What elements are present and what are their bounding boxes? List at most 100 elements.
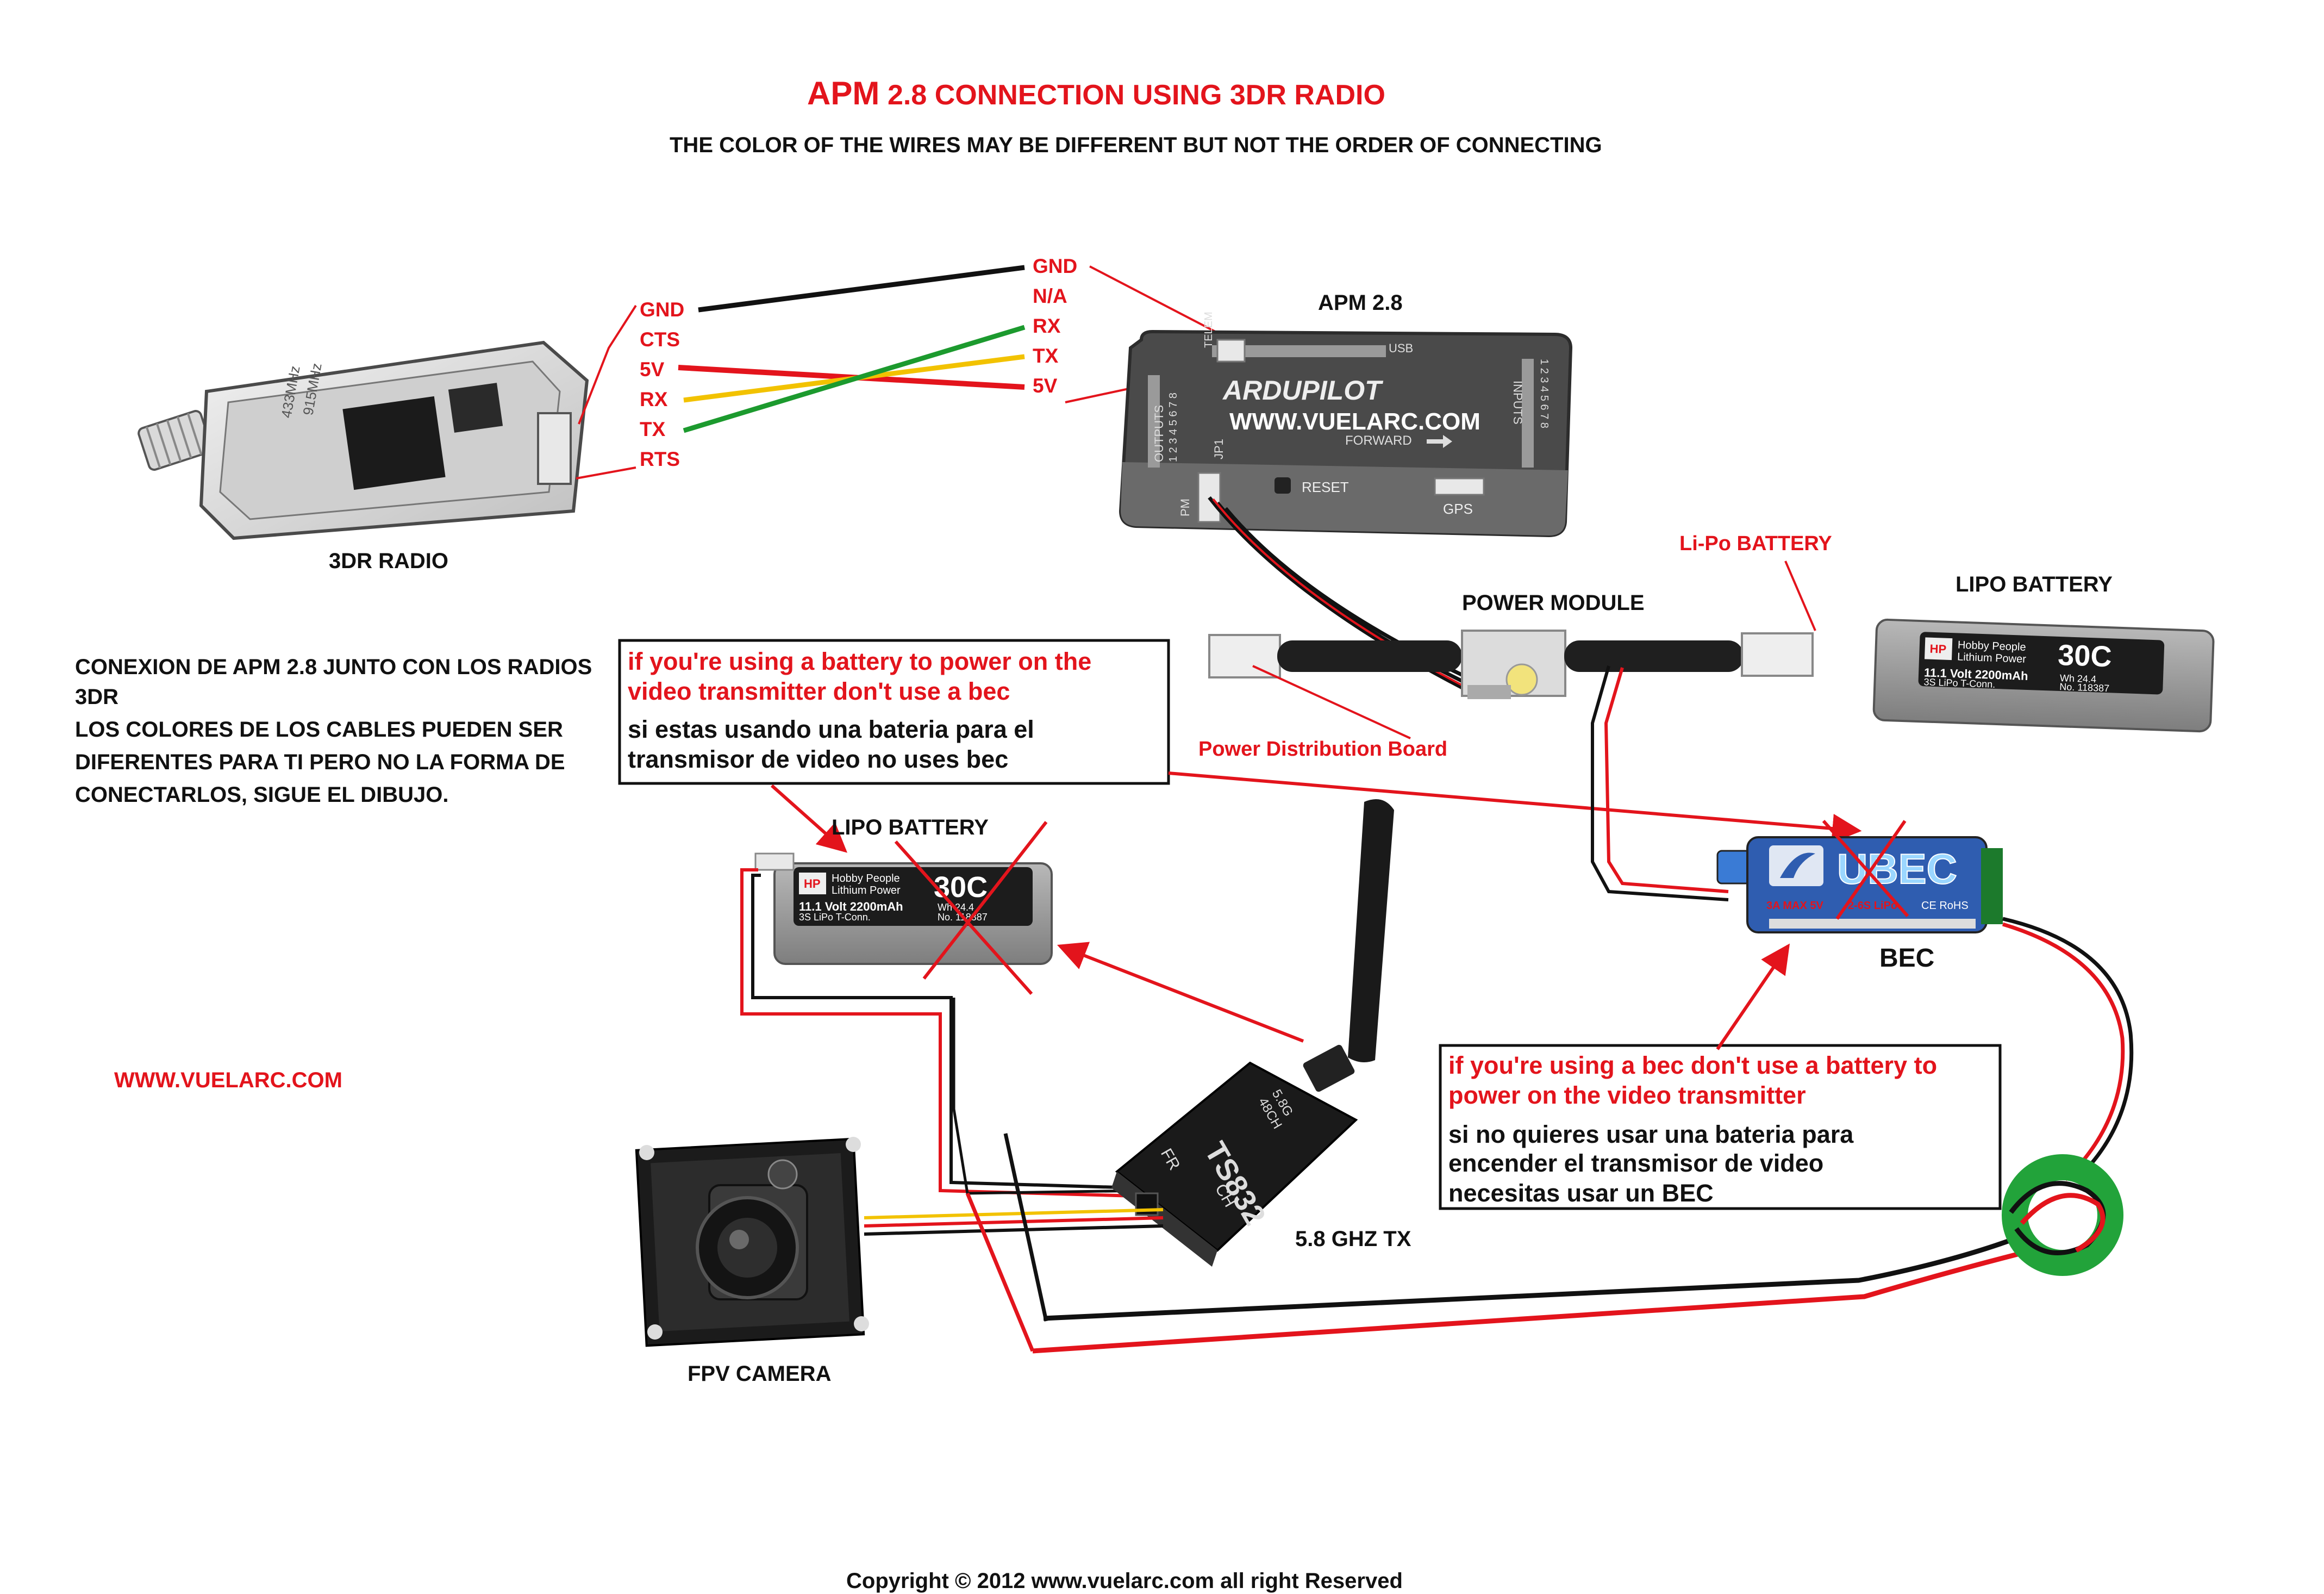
bec-spec2: 2-6S LiPo	[1848, 900, 1897, 912]
radio-pin-header	[537, 412, 572, 485]
lipo-left-brand: Hobby People	[832, 873, 900, 885]
arrow-to-bec-from-note	[1716, 943, 1790, 1050]
reset-button	[1275, 477, 1291, 494]
lipo-left-spec2: 3S LiPo T-Conn.	[799, 912, 871, 923]
lipo-right-no: No. 118387	[2059, 681, 2109, 694]
telemetry-wires	[678, 265, 1026, 433]
lipo-right: HP Hobby People Lithium Power 30C 11.1 V…	[1872, 618, 2215, 733]
power-module	[1208, 630, 1814, 699]
spanish-note-line-5: CONECTARLOS, SIGUE EL DIBUJO.	[75, 783, 448, 807]
apm-usb: USB	[1389, 341, 1413, 355]
battery-note-box: if you're using a battery to power on th…	[618, 639, 1170, 785]
radio-chip	[342, 396, 446, 490]
apm-inputs-numbers: 1 2 3 4 5 6 7 8	[1538, 359, 1550, 428]
cross-lipo-left	[894, 840, 1033, 995]
3dr-radio: 433MHz 915MHz	[138, 340, 589, 540]
bec: UBEC 3A MAX 5V 2-6S LiPo CE RoHS	[1716, 836, 2003, 933]
title-rest: 2.8 CONNECTION USING 3DR RADIO	[888, 79, 1385, 111]
fpv-camera	[635, 1137, 869, 1347]
apm-board: USB TELEM ARDUPILOT WWW.VUELARC.COM FORW…	[1119, 312, 1573, 538]
lipo-left-spec1: 11.1 Volt 2200mAh	[799, 900, 903, 913]
spanish-note-line-4: DIFERENTES PARA TI PERO NO LA FORMA DE	[75, 750, 565, 774]
xt-connector-right	[1741, 632, 1814, 677]
title-apm: APM	[807, 75, 879, 111]
arrow-to-bec	[1168, 771, 1862, 843]
bec-note-en-1: if you're using a bec don't use a batter…	[1448, 1051, 1937, 1079]
radio-label: 3DR RADIO	[329, 549, 448, 573]
lipo-right-rating: 30C	[2057, 639, 2112, 673]
camera-wires	[864, 1208, 1164, 1236]
apm-pins: GND N/A RX TX 5V	[1033, 255, 1077, 397]
apm-website: WWW.VUELARC.COM	[1229, 408, 1480, 435]
vtx-label: 5.8 GHZ TX	[1295, 1227, 1411, 1251]
lipo-right-spec2: 3S LiPo T-Conn.	[1923, 676, 1995, 690]
subtitle: THE COLOR OF THE WIRES MAY BE DIFFERENT …	[670, 133, 1602, 157]
apm-outputs-numbers: 1 2 3 4 5 6 7 8	[1167, 393, 1179, 462]
lipo-right-label: LIPO BATTERY	[1956, 572, 2113, 596]
apm-telem: TELEM	[1203, 312, 1215, 348]
apm-pin-gnd: GND	[1033, 255, 1077, 277]
bec-note-es-2: encender el transmisor de video	[1448, 1149, 1823, 1177]
lipo-left-rating: 30C	[934, 871, 988, 904]
bec-brand: UBEC	[1837, 845, 1957, 893]
apm-forward: FORWARD	[1345, 433, 1412, 448]
gps-port	[1434, 477, 1485, 496]
battery-note-frame	[618, 639, 1170, 785]
bec-note-box: if you're using a bec don't use a batter…	[1439, 1044, 2002, 1210]
copyright: Copyright © 2012 www.vuelarc.com all rig…	[846, 1569, 1403, 1593]
lipo-right-wh: Wh 24.4	[2060, 673, 2097, 684]
vtx: TS832 5.8G 48CH FR CH	[1111, 799, 1394, 1267]
bec-spec: 3A MAX 5V	[1766, 900, 1824, 912]
radio-pin-cts: CTS	[640, 328, 680, 351]
apm-brand: ARDUPILOT	[1222, 375, 1384, 406]
apm-pin-rx: RX	[1033, 315, 1061, 337]
battery-note-en-1: if you're using a battery to power on th…	[628, 647, 1091, 675]
apm-inputs: INPUTS	[1511, 381, 1525, 425]
apm-pin-na: N/A	[1033, 285, 1067, 307]
bec-output-wires	[2002, 917, 2134, 1181]
li-po-battery-label: Li-Po BATTERY	[1679, 532, 1832, 555]
lipo-right-brand: Hobby People	[1958, 639, 2026, 653]
lipo-vtx-wiring	[740, 868, 1142, 1198]
bec-note-frame	[1439, 1044, 2002, 1210]
bec-note-es-1: si no quieres usar una bateria para	[1448, 1120, 1854, 1148]
radio-pins: GND CTS 5V RX TX RTS	[640, 298, 684, 470]
power-module-label: POWER MODULE	[1462, 591, 1645, 615]
title: APM 2.8 CONNECTION USING 3DR RADIO	[807, 75, 1385, 111]
radio-pin-5v: 5V	[640, 358, 665, 381]
apm-jp1: JP1	[1212, 439, 1226, 459]
apm-label: APM 2.8	[1318, 291, 1403, 315]
apm-outputs: OUTPUTS	[1152, 405, 1166, 462]
apm-pin-tx: TX	[1033, 345, 1059, 367]
radio-pin-tx: TX	[640, 418, 666, 440]
battery-note-es-2: transmisor de video no uses bec	[628, 745, 1008, 773]
bec-label: BEC	[1879, 944, 1934, 973]
bec-jumper	[1716, 850, 1751, 885]
arrow-vtx-to-lipo	[1057, 942, 1304, 1043]
apm-gps: GPS	[1443, 501, 1473, 517]
wire-green	[683, 325, 1026, 433]
telem-port	[1216, 339, 1246, 363]
svg-text:HP: HP	[804, 877, 821, 891]
camera-label: FPV CAMERA	[688, 1362, 831, 1386]
lipo-right-brand2: Lithium Power	[1957, 651, 2027, 665]
bec-ce: CE RoHS	[1921, 900, 1969, 912]
vtx-antenna	[1348, 799, 1394, 1062]
radio-pin-rts: RTS	[640, 448, 680, 470]
spanish-note-line-2: 3DR	[75, 685, 118, 709]
arrow-to-lipo-left	[771, 784, 848, 853]
radio-pin-gnd: GND	[640, 298, 684, 321]
lipo-left-brand2: Lithium Power	[832, 885, 901, 896]
apm-pin-5v: 5V	[1033, 375, 1058, 397]
bec-note-es-3: necesitas usar un BEC	[1448, 1179, 1714, 1207]
lipo-left-label: LIPO BATTERY	[832, 815, 989, 839]
radio-pin-rx: RX	[640, 388, 668, 410]
wire-gnd	[698, 265, 1025, 313]
battery-note-en-2: video transmitter don't use a bec	[628, 677, 1010, 705]
apm-reset: RESET	[1302, 479, 1349, 495]
spanish-note: CONEXION DE APM 2.8 JUNTO CON LOS RADIOS…	[75, 655, 592, 807]
power-wires	[965, 1133, 2034, 1354]
ferrite-toroid	[2002, 1154, 2123, 1276]
svg-text:HP: HP	[1929, 642, 1946, 656]
